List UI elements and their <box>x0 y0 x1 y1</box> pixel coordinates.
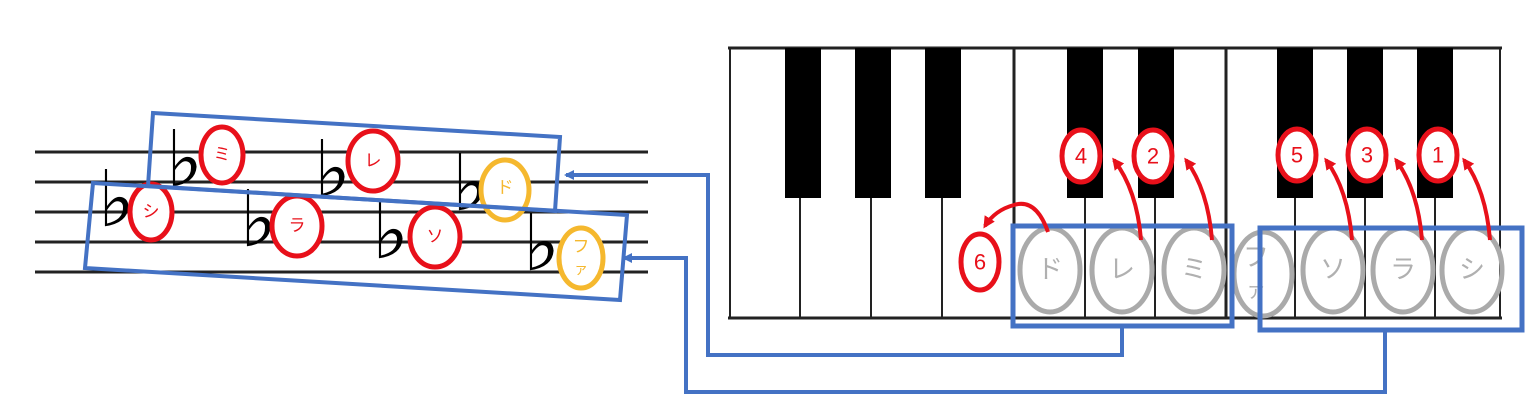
note-mi: ミ <box>198 124 246 186</box>
flat-fa: ♭ <box>523 198 560 289</box>
svg-text:ラ: ラ <box>1390 255 1416 285</box>
order-badge-6 <box>958 231 1002 293</box>
svg-text:ソ: ソ <box>427 227 444 247</box>
svg-text:レ: レ <box>365 151 382 171</box>
svg-text:シ: シ <box>143 202 160 222</box>
note-fa: フ ァ <box>556 225 606 291</box>
arrow-4 <box>1112 157 1143 241</box>
arrow-3 <box>1394 157 1424 241</box>
svg-text:3: 3 <box>1361 143 1373 168</box>
lower-group-box <box>82 180 630 303</box>
arrow-6 <box>983 201 1050 233</box>
svg-text:2: 2 <box>1147 144 1159 169</box>
keyboard-group-do-re-mi <box>1010 223 1235 329</box>
svg-text:5: 5 <box>1291 143 1303 168</box>
arrow-5 <box>1324 157 1354 241</box>
flat-re: ♭ <box>314 124 351 215</box>
svg-text:フ: フ <box>1243 243 1269 273</box>
svg-text:ァ: ァ <box>574 262 588 278</box>
black-key <box>855 48 891 198</box>
order-badge-1 <box>1416 126 1460 184</box>
order-badge-3 <box>1345 126 1389 184</box>
svg-text:フ: フ <box>573 237 590 257</box>
order-badge-5 <box>1275 126 1319 184</box>
note-do: ド <box>478 157 532 223</box>
note-re: レ <box>345 128 401 194</box>
arrow-1 <box>1462 157 1492 241</box>
svg-text:ド: ド <box>1037 255 1063 285</box>
svg-text:ミ: ミ <box>214 145 231 165</box>
note-si: シ <box>127 181 175 243</box>
order-numbers: 1 2 3 4 5 6 <box>958 126 1460 293</box>
order-arrows <box>983 157 1492 241</box>
svg-text:6: 6 <box>974 250 986 275</box>
svg-text:ミ: ミ <box>1181 255 1207 285</box>
order-badge-4 <box>1059 127 1103 185</box>
svg-text:レ: レ <box>1109 255 1135 285</box>
note-so: ソ <box>407 204 463 270</box>
svg-text:1: 1 <box>1432 143 1444 168</box>
svg-text:ラ: ラ <box>289 216 306 236</box>
svg-text:4: 4 <box>1075 144 1087 169</box>
svg-text:シ: シ <box>1459 255 1485 285</box>
black-key <box>785 48 821 198</box>
svg-text:ァ: ァ <box>1246 278 1266 302</box>
connector-lower-group <box>622 253 1387 394</box>
keyboard-group-so-la-si <box>1257 225 1525 333</box>
flat-mi: ♭ <box>166 114 203 205</box>
arrow-2 <box>1184 157 1214 241</box>
order-badge-2 <box>1131 127 1175 185</box>
flat-si: ♭ <box>98 154 135 245</box>
connector-upper-group <box>564 170 1124 357</box>
black-key <box>925 48 961 198</box>
note-la: ラ <box>269 193 325 259</box>
svg-text:ソ: ソ <box>1320 255 1346 285</box>
svg-text:ド: ド <box>497 178 514 198</box>
